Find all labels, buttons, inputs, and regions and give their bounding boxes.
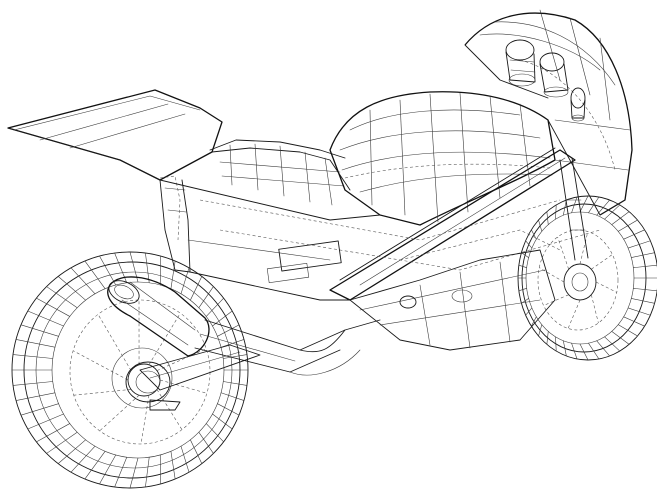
headlight-indicator [570,87,586,122]
swingarm [125,344,261,411]
mirror-left [505,39,536,87]
mirror-right [539,52,569,98]
engine-block [349,229,561,351]
rear-wheel [11,251,249,489]
front-fork [559,157,589,261]
frame [159,147,601,301]
front-fairing [464,9,633,216]
front-wheel [517,195,657,361]
fuel-tank [329,91,556,226]
seat [209,139,351,206]
exhaust-pipe [107,276,381,376]
tail-section [7,89,223,273]
